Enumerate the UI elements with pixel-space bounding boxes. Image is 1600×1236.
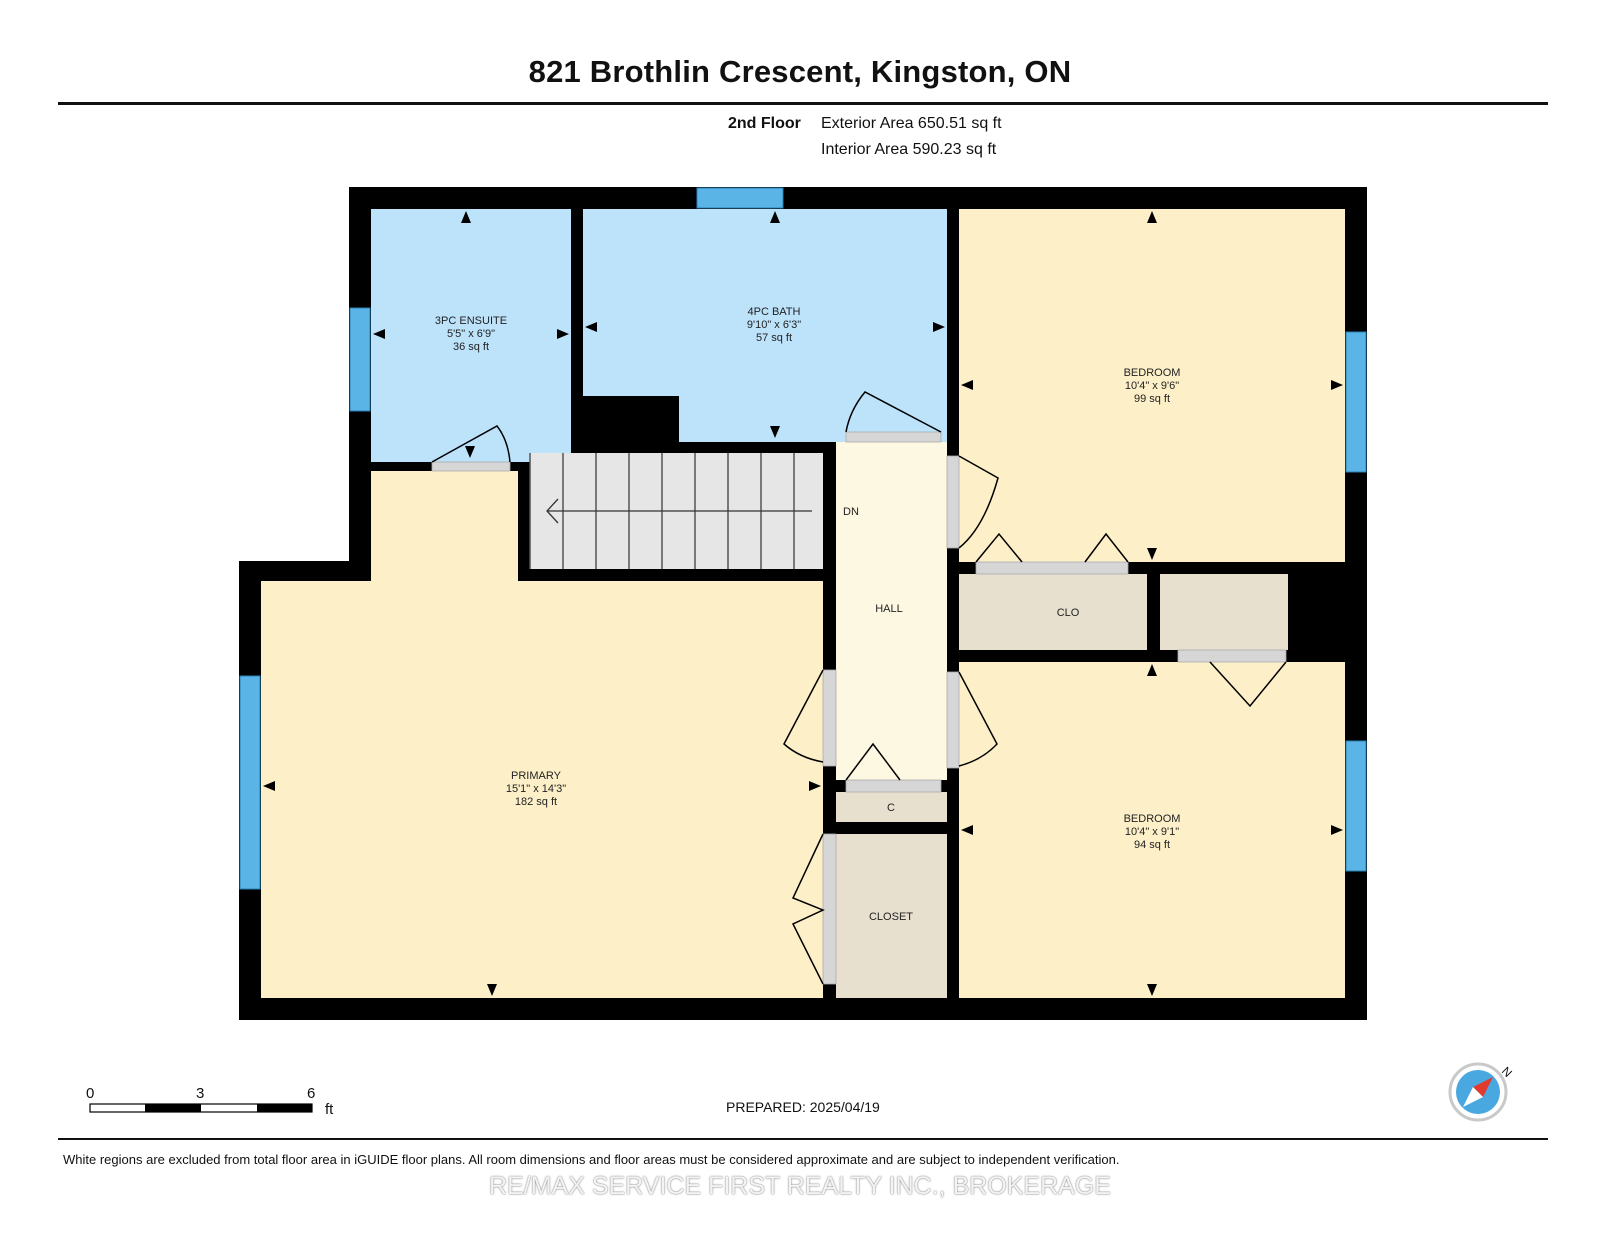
bedroom1-name: BEDROOM	[1124, 367, 1181, 379]
hall-name: HALL	[875, 603, 903, 615]
room-primary	[261, 471, 823, 998]
door-sills	[431, 431, 1287, 985]
room-closet-small	[1160, 574, 1288, 650]
floor-label: 2nd Floor	[728, 115, 801, 132]
room-closet	[836, 834, 947, 998]
primary-dims: 15'1" x 14'3"	[506, 783, 566, 795]
bath-wall-stub	[577, 396, 679, 442]
scale-label-0: 0	[86, 1085, 94, 1102]
scale-label-3: 3	[196, 1085, 204, 1102]
footer-rule	[58, 1138, 1548, 1140]
scale-bar: 0 3 6 ft	[86, 1085, 334, 1118]
window-bedroom-upper	[1345, 331, 1367, 473]
room-clo	[959, 574, 1147, 650]
exterior-area: Exterior Area 650.51 sq ft	[821, 115, 1002, 132]
header-rule	[58, 102, 1548, 105]
bedroom1-area: 99 sq ft	[1134, 393, 1170, 405]
interior-area: Interior Area 590.23 sq ft	[821, 141, 997, 158]
bath-dims: 9'10" x 6'3"	[747, 319, 801, 331]
window-top	[696, 187, 784, 209]
plan-title: 821 Brothlin Crescent, Kingston, ON	[528, 54, 1072, 89]
ensuite-dims: 5'5" x 6'9"	[447, 328, 495, 340]
dimension-arrows	[263, 211, 1343, 996]
prepared-date: PREPARED: 2025/04/19	[726, 1099, 880, 1115]
compass-icon: N	[1448, 1062, 1515, 1122]
brokerage-watermark: RE/MAX SERVICE FIRST REALTY INC., BROKER…	[489, 1172, 1111, 1200]
room-bedroom-lower	[959, 662, 1345, 998]
room-bedroom-upper	[959, 209, 1345, 562]
windows	[239, 187, 1367, 890]
room-hall	[836, 442, 947, 780]
bath-area: 57 sq ft	[756, 332, 792, 344]
stairs-label: DN	[843, 506, 859, 518]
window-primary	[239, 675, 261, 890]
ensuite-area: 36 sq ft	[453, 341, 489, 353]
window-bedroom-lower	[1345, 740, 1367, 872]
ensuite-name: 3PC ENSUITE	[435, 315, 507, 327]
primary-area: 182 sq ft	[515, 796, 557, 808]
door-swings	[431, 391, 1287, 985]
stair-direction-arrow-icon	[546, 498, 812, 524]
bath-name: 4PC BATH	[748, 306, 801, 318]
bedroom2-name: BEDROOM	[1124, 813, 1181, 825]
disclaimer: White regions are excluded from total fl…	[63, 1152, 1120, 1167]
room-3pc-ensuite	[371, 209, 571, 462]
room-labels: 3PC ENSUITE 5'5" x 6'9" 36 sq ft 4PC BAT…	[435, 306, 1180, 923]
bedroom2-area: 94 sq ft	[1134, 839, 1170, 851]
scale-label-6: 6	[307, 1085, 315, 1102]
clo-name: CLO	[1057, 607, 1080, 619]
bedroom2-dims: 10'4" x 9'1"	[1125, 826, 1179, 838]
room-c	[836, 792, 947, 822]
primary-name: PRIMARY	[511, 770, 562, 782]
bedroom1-dims: 10'4" x 9'6"	[1125, 380, 1179, 392]
c-name: C	[887, 802, 895, 814]
window-ensuite	[349, 307, 371, 412]
scale-unit: ft	[325, 1101, 334, 1118]
closet-name: CLOSET	[869, 911, 913, 923]
